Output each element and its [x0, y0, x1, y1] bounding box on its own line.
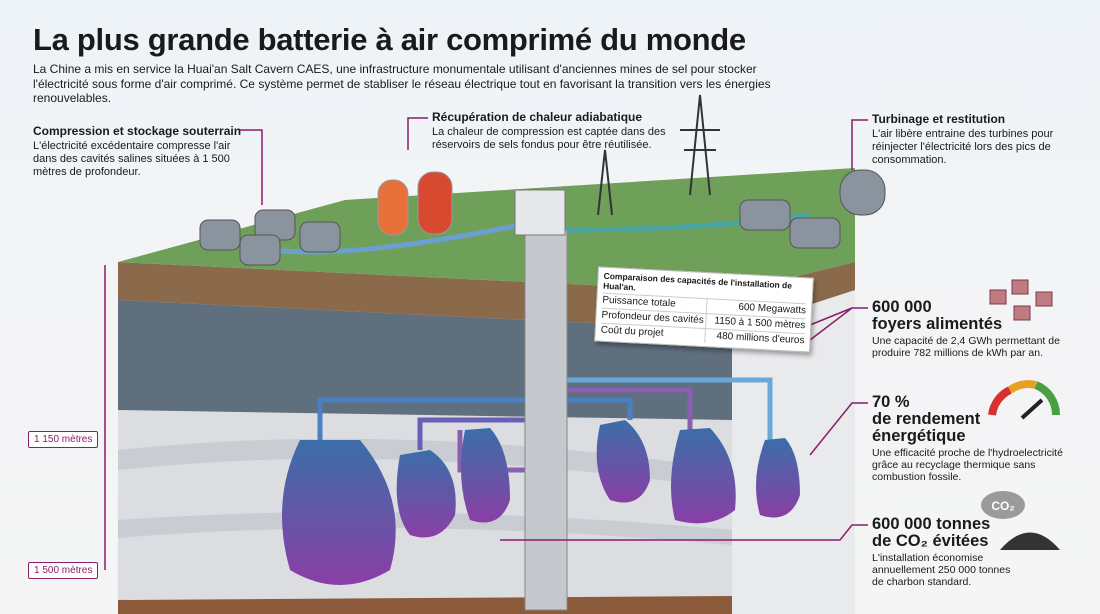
molten-salt-tank	[377, 179, 409, 236]
callout-title: Récupération de chaleur adiabatique	[432, 110, 643, 124]
callout-text: L'air libère entraine des turbines pour …	[872, 128, 1054, 166]
co2-cloud-icon	[981, 491, 1025, 519]
depth-label-1150: 1 150 mètres	[28, 431, 99, 448]
turbine	[739, 199, 791, 231]
compressor	[199, 219, 241, 251]
cavity	[671, 428, 736, 524]
soil-layer	[118, 262, 732, 330]
stat-value: 600 000 tonnes	[872, 515, 991, 533]
callout-title: Turbinage et restitution	[872, 112, 1006, 126]
callout-text: La chaleur de compression est captée dan…	[432, 126, 666, 151]
callout-compression: Compression et stockage souterrain L'éle…	[33, 124, 243, 179]
compressor	[299, 221, 341, 253]
efficiency-gauge-icon	[988, 380, 1061, 420]
stat-value: 600 000	[872, 298, 932, 316]
stat-text: L'installation économise annuellement 25…	[872, 552, 1011, 588]
shaft	[524, 229, 568, 611]
cavity	[461, 428, 510, 523]
depth-label-1500: 1 500 mètres	[28, 562, 99, 579]
pylon-icon	[597, 149, 613, 216]
cavity	[282, 440, 396, 585]
callout-title: Compression et stockage souterrain	[33, 124, 242, 138]
stat-label: de rendement énergétique	[872, 410, 981, 445]
cavity	[596, 420, 650, 503]
turbine	[789, 217, 841, 249]
turbine	[839, 169, 886, 216]
capacity-table: Comparaison des capacités de l'installat…	[594, 266, 814, 353]
wellhead	[514, 189, 566, 236]
stat-label: de CO₂ évitées	[872, 532, 989, 550]
cavity	[756, 438, 800, 518]
page-title: La plus grande batterie à air comprimé d…	[33, 22, 746, 57]
stat-value: 70 %	[872, 393, 910, 411]
stat-households: 600 000 foyers alimentés Une capacité de…	[872, 298, 1072, 360]
co2-label: CO₂	[991, 499, 1014, 513]
houses-icon	[989, 279, 1053, 321]
coal-pile-icon	[1000, 532, 1060, 550]
stat-co2: 600 000 tonnes de CO₂ évitées L'installa…	[872, 515, 1072, 589]
stat-label: foyers alimentés	[872, 315, 1003, 333]
cavity	[396, 450, 456, 538]
stat-text: Une capacité de 2,4 GWh permettant de pr…	[872, 335, 1060, 359]
stat-efficiency: 70 % de rendement énergétique Une effica…	[872, 393, 1072, 484]
stat-text: Une efficacité proche de l'hydroelectric…	[872, 447, 1063, 483]
intro-text: La Chine a mis en service la Huai'an Sal…	[33, 62, 771, 105]
callout-heat-recovery: Récupération de chaleur adiabatique La c…	[432, 110, 677, 152]
pylon-icon	[680, 94, 720, 196]
callout-text: L'électricité excédentaire compresse l'a…	[33, 140, 231, 178]
bottom-soil	[118, 596, 732, 614]
callout-turbine: Turbinage et restitution L'air libère en…	[872, 112, 1072, 167]
salt-cavities	[282, 420, 800, 585]
molten-salt-tank	[417, 171, 453, 235]
compressor	[239, 234, 281, 266]
